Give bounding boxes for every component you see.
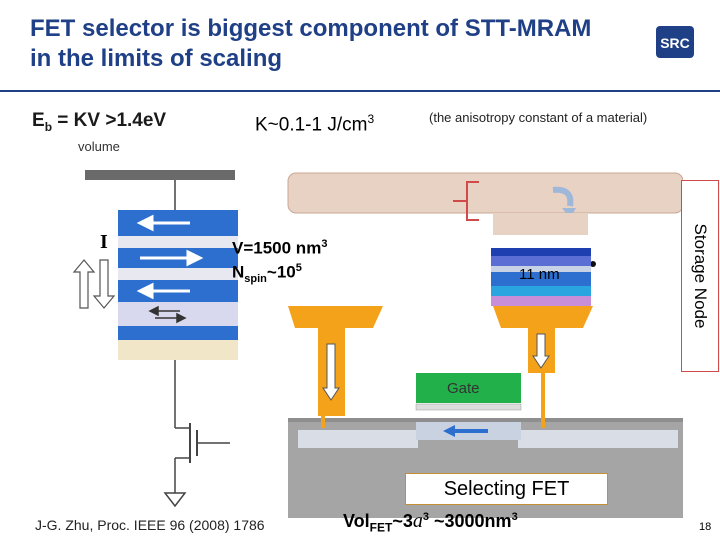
gate-label: Gate — [447, 380, 480, 397]
slide-title: FET selector is biggest component of STT… — [30, 15, 592, 72]
dimension-label: 11 nm — [519, 266, 560, 283]
volume-value: V=1500 nm3 — [232, 238, 328, 258]
device-cross-section — [287, 172, 683, 518]
page-number: 18 — [699, 521, 712, 533]
bidirectional-arrow-icon — [72, 259, 116, 309]
current-flow-arrow-icon — [322, 333, 550, 401]
selecting-fet-label: Selecting FET — [405, 473, 608, 505]
ground-icon — [163, 492, 187, 508]
anisotropy-constant: K~0.1-1 J/cm3 — [255, 112, 375, 136]
storage-node-label: Storage Node — [681, 180, 719, 372]
arrow-right-icon — [186, 249, 204, 267]
citation: J-G. Zhu, Proc. IEEE 96 (2008) 1786 — [35, 517, 265, 533]
current-label: I — [100, 231, 108, 253]
title-divider — [0, 90, 720, 92]
volume-label: volume — [78, 139, 120, 154]
mtj-schematic: I — [72, 170, 238, 508]
arrow-left-icon — [443, 425, 488, 437]
arrow-left-icon — [136, 214, 154, 232]
arrow-left-icon — [136, 282, 154, 300]
fet-volume-equation: VolFET~3a3 ~3000nm3 — [343, 510, 518, 535]
src-logo: SRC — [650, 20, 700, 66]
anisotropy-note: (the anisotropy constant of a material) — [429, 110, 648, 125]
logo-text: SRC — [660, 35, 690, 51]
spin-count: Nspin~105 — [232, 262, 302, 286]
energy-barrier-equation: Eb = KV >1.4eV — [32, 110, 167, 134]
